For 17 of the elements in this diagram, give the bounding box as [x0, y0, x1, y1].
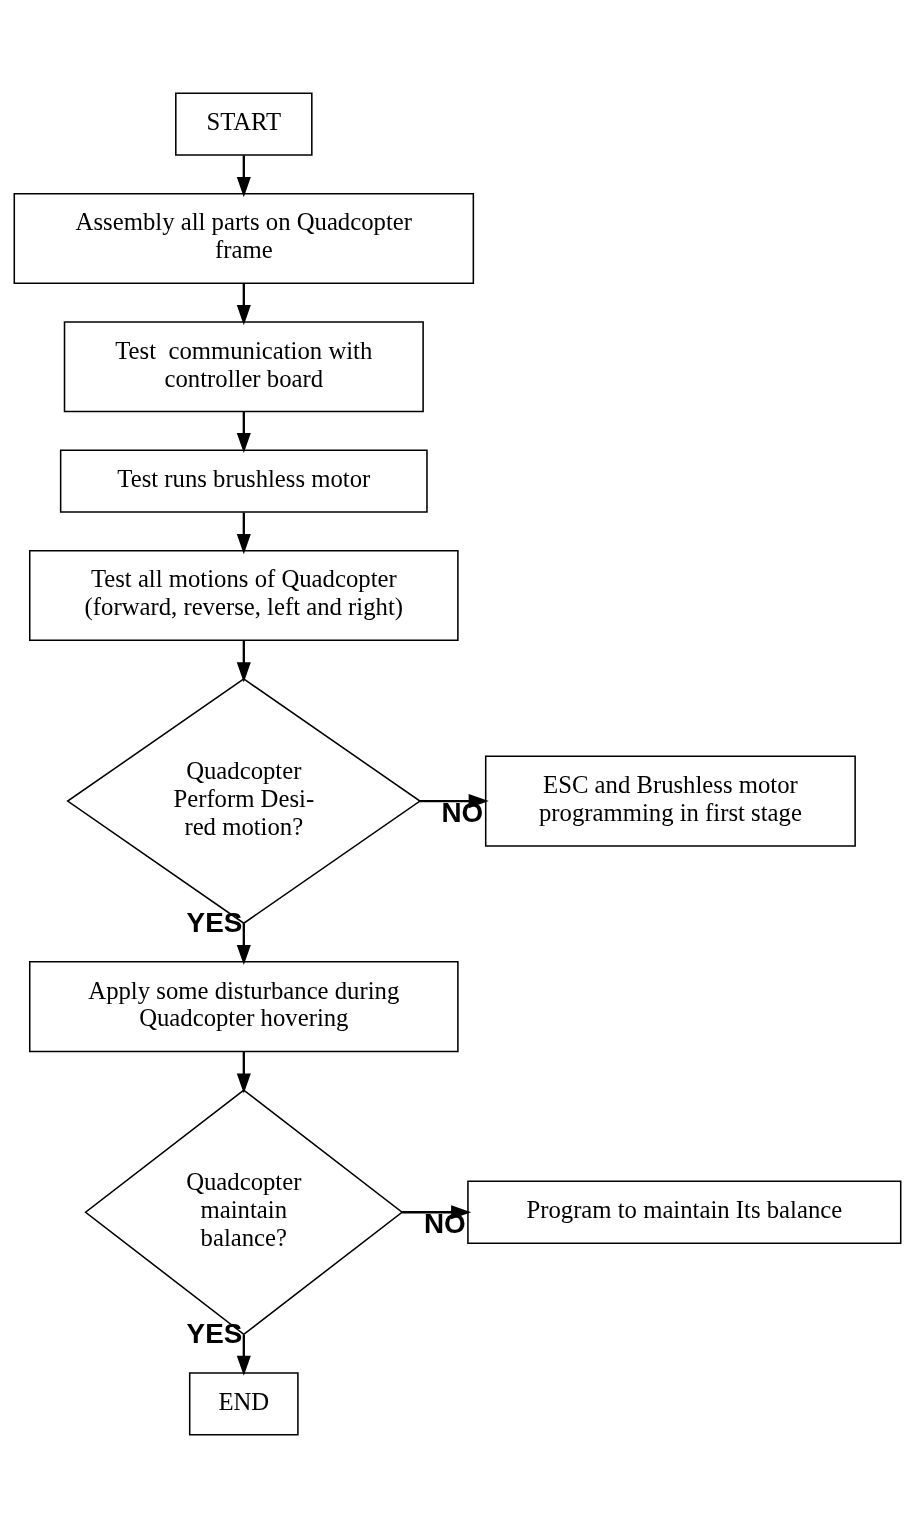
- arrow: [236, 283, 251, 326]
- arrow: [236, 512, 251, 555]
- arrow: [236, 411, 251, 454]
- node-box: END: [188, 1372, 299, 1436]
- arrow: [236, 155, 251, 198]
- node-box: Test communication with controller board: [63, 321, 424, 413]
- node-box: ESC and Brushless motor programming in first stage: [484, 755, 856, 847]
- arrow: [236, 1051, 251, 1094]
- arrow: [236, 923, 251, 966]
- arrow: [236, 640, 251, 683]
- node-box: Assembly all parts on Quadcopter frame: [13, 192, 475, 285]
- node-box: Test runs brushless motor: [59, 449, 428, 513]
- node-box: Program to maintain Its balance: [467, 1180, 902, 1244]
- node-box: Test all motions of Quadcopter (forward, reverse, left and right): [28, 549, 459, 642]
- node-box: START: [175, 92, 313, 156]
- arrow: [236, 1334, 251, 1376]
- node-box: Apply some disturbance during Quadcopter hovering: [28, 961, 459, 1053]
